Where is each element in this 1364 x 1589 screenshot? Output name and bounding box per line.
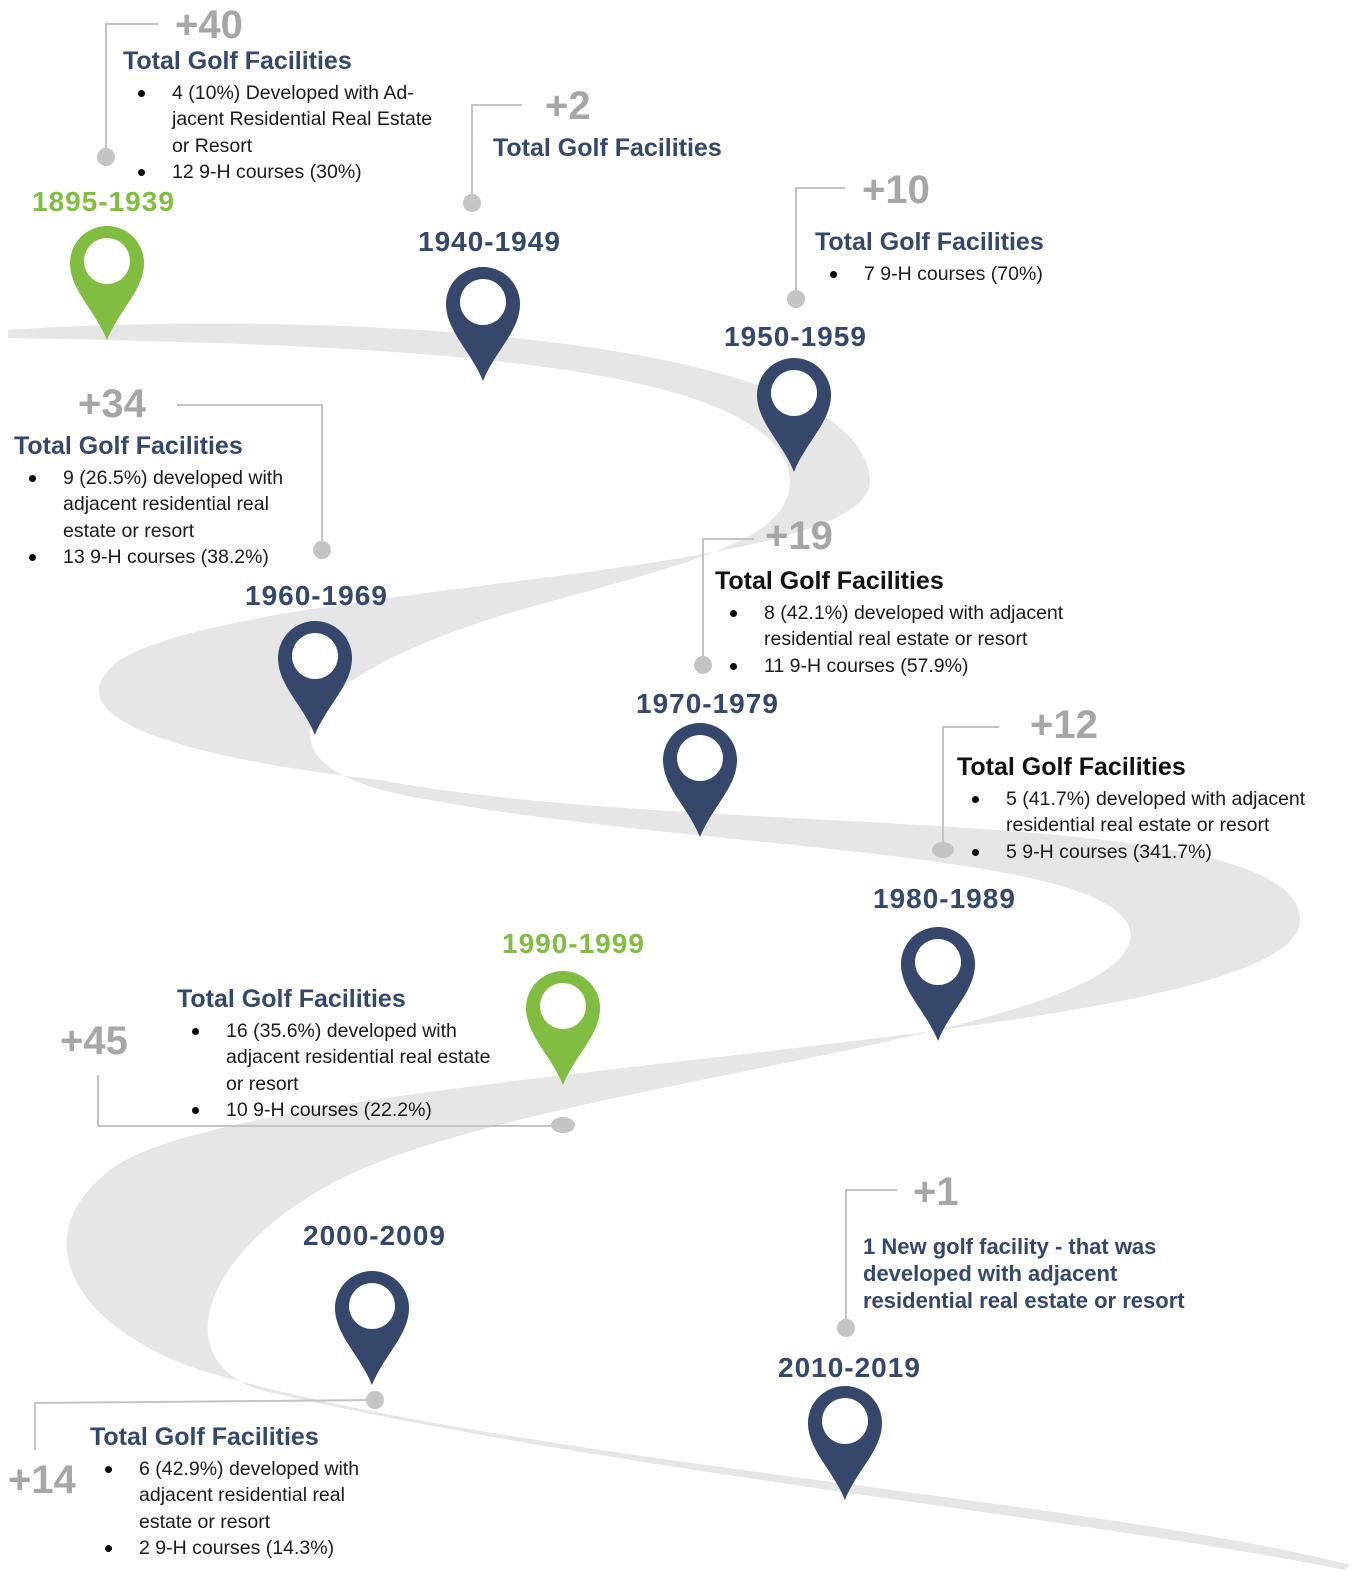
bullet-continuation: residential real estate or resort	[1006, 814, 1270, 836]
map-pin-icon	[901, 927, 975, 1041]
year-label: 1990-1999	[502, 928, 645, 959]
connector-line-1970	[702, 538, 754, 665]
period-info: Total Golf Facilities 7 9-H courses (70%…	[815, 228, 1044, 288]
map-pin-icon	[446, 267, 520, 381]
connector-line-1895	[105, 23, 158, 155]
map-pin-icon	[70, 226, 144, 340]
delta-label: +34	[78, 382, 146, 426]
period-info: Total Golf Facilities 9 (26.5%) develope…	[14, 432, 283, 571]
connector-line-1980	[942, 726, 999, 850]
info-title: Total Golf Facilities	[815, 228, 1044, 256]
delta-label: +2	[545, 84, 591, 128]
connector-dot-1895	[97, 148, 115, 166]
bullet-item: 5 9-H courses (341.7%)	[972, 839, 1305, 866]
connector-line-1990	[97, 1075, 562, 1127]
connector-dot-1960	[313, 541, 331, 559]
bullet-continuation: adjacent residential real estate	[226, 1046, 491, 1068]
bullet-item: 7 9-H courses (70%)	[830, 261, 1044, 288]
bullet-item: 6 (42.9%) developed with	[105, 1456, 359, 1483]
bullet-item: 10 9-H courses (22.2%)	[192, 1097, 491, 1124]
year-label: 1980-1989	[873, 883, 1016, 914]
map-pin-icon	[663, 723, 737, 837]
bullet-continuation: adjacent residential real	[139, 1484, 345, 1506]
info-title: Total Golf Facilities	[123, 47, 352, 75]
info-bullets: 4 (10%) Developed with Ad- jacent Reside…	[138, 80, 432, 186]
delta-label: +1	[913, 1170, 959, 1214]
bullet-continuation: or resort	[226, 1072, 299, 1095]
info-bullets: 5 (41.7%) developed with adjacent reside…	[972, 786, 1305, 866]
connector-dot-1970	[694, 656, 712, 674]
connector-line-2010	[845, 1189, 897, 1328]
bullet-item: 8 (42.1%) developed with adjacent	[730, 600, 1063, 627]
info-title: Total Golf Facilities	[90, 1423, 319, 1451]
bullet-continuation: adjacent residential real	[63, 493, 269, 515]
info-bullets: 9 (26.5%) developed with adjacent reside…	[29, 465, 283, 571]
year-label: 2010-2019	[778, 1352, 921, 1383]
bullet-item: 9 (26.5%) developed with	[29, 465, 283, 492]
connector-dot-2000	[366, 1391, 384, 1409]
period-info: Total Golf Facilities 6 (42.9%) develope…	[90, 1423, 359, 1562]
connector-line-1950	[795, 187, 845, 298]
connector-dot-1990	[551, 1117, 575, 1133]
bullet-item: 4 (10%) Developed with Ad-	[138, 80, 432, 107]
info-bullets: 16 (35.6%) developed with adjacent resid…	[192, 1018, 491, 1124]
info-title: Total Golf Facilities	[493, 134, 722, 162]
year-label: 1970-1979	[636, 688, 779, 719]
year-label: 1940-1949	[418, 226, 561, 257]
connector-dot-2010	[837, 1319, 855, 1337]
delta-label: +45	[60, 1019, 128, 1063]
connector-dot-1940	[463, 194, 481, 212]
bullet-continuation: residential real estate or resort	[764, 628, 1028, 650]
connector-line-2000	[34, 1399, 376, 1450]
bullet-continuation: jacent Residential Real Estate	[172, 108, 433, 130]
bullet-item: 16 (35.6%) developed with	[192, 1018, 491, 1045]
year-label: 1950-1959	[724, 321, 867, 352]
delta-label: +10	[862, 168, 930, 212]
map-pin-icon	[278, 621, 352, 735]
delta-label: +14	[8, 1458, 76, 1502]
connector-dot-1950	[787, 290, 805, 308]
period-info: Total Golf Facilities 5 (41.7%) develope…	[957, 753, 1305, 866]
info-title: Total Golf Facilities	[715, 567, 944, 595]
connector-line-1960	[177, 404, 323, 550]
info-bullets: 7 9-H courses (70%)	[830, 261, 1044, 288]
bullet-item: 5 (41.7%) developed with adjacent	[972, 786, 1305, 813]
delta-label: +40	[175, 3, 243, 47]
note-rest: - that was developed with adjacent resid…	[863, 1234, 1185, 1313]
info-bullets: 6 (42.9%) developed with adjacent reside…	[105, 1456, 359, 1562]
bullet-item: 2 9-H courses (14.3%)	[105, 1535, 359, 1562]
info-title: Total Golf Facilities	[957, 753, 1186, 781]
connector-line-1940	[471, 104, 522, 203]
connector-dot-1980	[932, 842, 954, 858]
bullet-continuation: estate or resort	[139, 1510, 271, 1533]
year-label: 2000-2009	[303, 1220, 446, 1251]
year-label: 1895-1939	[32, 186, 175, 217]
info-title: Total Golf Facilities	[177, 985, 406, 1013]
map-pin-icon	[808, 1386, 882, 1500]
bullet-continuation: or Resort	[172, 134, 253, 157]
map-pin-icon	[335, 1271, 409, 1385]
info-title: Total Golf Facilities	[14, 432, 243, 460]
period-info: Total Golf Facilities 16 (35.6%) develop…	[177, 985, 491, 1124]
new-facility-note: 1 New golf facility - that was developed…	[863, 1233, 1203, 1314]
map-pin-icon	[757, 358, 831, 472]
delta-label: +19	[765, 514, 833, 558]
period-info: Total Golf Facilities 4 (10%) Developed …	[123, 47, 432, 186]
bullet-item: 11 9-H courses (57.9%)	[730, 653, 1063, 680]
map-pin-icon	[526, 971, 600, 1085]
year-label: 1960-1969	[245, 580, 388, 611]
period-info: Total Golf Facilities 8 (42.1%) develope…	[715, 567, 1063, 680]
bullet-item: 13 9-H courses (38.2%)	[29, 544, 283, 571]
bullet-item: 12 9-H courses (30%)	[138, 159, 432, 186]
delta-label: +12	[1030, 703, 1098, 747]
bullet-continuation: estate or resort	[63, 519, 195, 542]
info-bullets: 8 (42.1%) developed with adjacent reside…	[730, 600, 1063, 680]
note-lead: 1 New golf facility	[863, 1234, 1049, 1259]
